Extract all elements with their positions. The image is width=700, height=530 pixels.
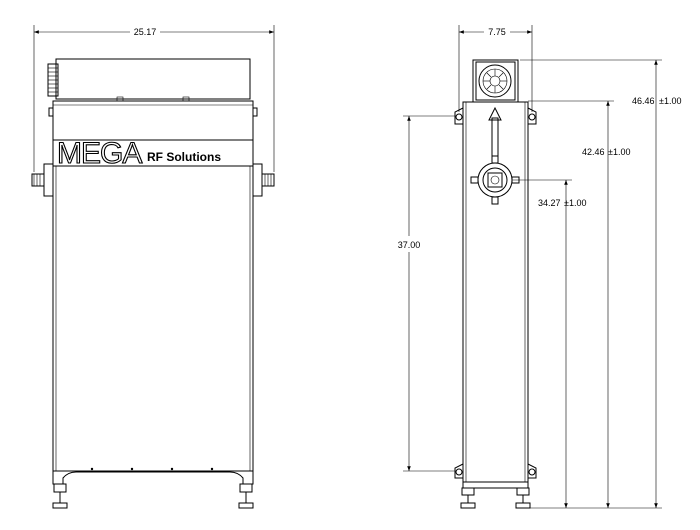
overall-height-value: 46.46: [632, 96, 655, 106]
base-screws: [90, 467, 214, 471]
mount-height-dimension: 37.00: [398, 115, 456, 472]
fan-icon: [478, 64, 512, 98]
port-height-value: 34.27: [538, 198, 561, 208]
main-body: [52, 165, 254, 472]
side-left-foot: [460, 487, 476, 509]
mount-tab-bottom-left: [454, 463, 464, 479]
side-view: 7.75 37.00 46.46 ±1.00 42.46 ±1.00: [398, 25, 681, 509]
top-height-tolerance: ±1.00: [608, 147, 630, 157]
top-module: [55, 58, 251, 100]
side-right-foot: [515, 487, 531, 509]
side-width-dimension: 7.75: [458, 25, 533, 112]
top-height-dimension: 42.46 ±1.00: [528, 100, 630, 508]
upper-panel: [52, 100, 254, 141]
side-base: [462, 482, 529, 489]
front-right-foot: [238, 483, 254, 509]
top-height-value: 42.46: [582, 147, 605, 157]
side-latch: [252, 107, 258, 117]
port-height-tolerance: ±1.00: [564, 198, 586, 208]
mount-tab-bottom-right: [527, 463, 537, 479]
side-body: [462, 101, 529, 483]
mount-height-label: 37.00: [398, 240, 421, 250]
side-latch: [48, 107, 54, 117]
logo-mega-text: MEGA: [57, 137, 142, 170]
logo-rf-text: RF Solutions: [147, 150, 221, 164]
heatsink-fins: [48, 67, 58, 93]
left-connector: [31, 163, 54, 197]
base-frame: [52, 471, 254, 485]
front-width-dimension: 25.17: [33, 25, 275, 172]
rotary-port-icon: [470, 155, 520, 205]
front-view: MEGA RF Solutions: [31, 25, 275, 509]
fan-housing: [475, 61, 516, 101]
up-arrow-icon: [488, 106, 502, 157]
overall-height-tolerance: ±1.00: [659, 96, 681, 106]
side-width-label: 7.75: [488, 27, 506, 37]
front-width-label: 25.17: [134, 27, 157, 37]
front-left-foot: [52, 483, 68, 509]
overall-height-dimension: 46.46 ±1.00: [520, 59, 681, 508]
right-connector: [252, 163, 275, 197]
port-height-dimension: 34.27 ±1.00: [512, 179, 586, 508]
